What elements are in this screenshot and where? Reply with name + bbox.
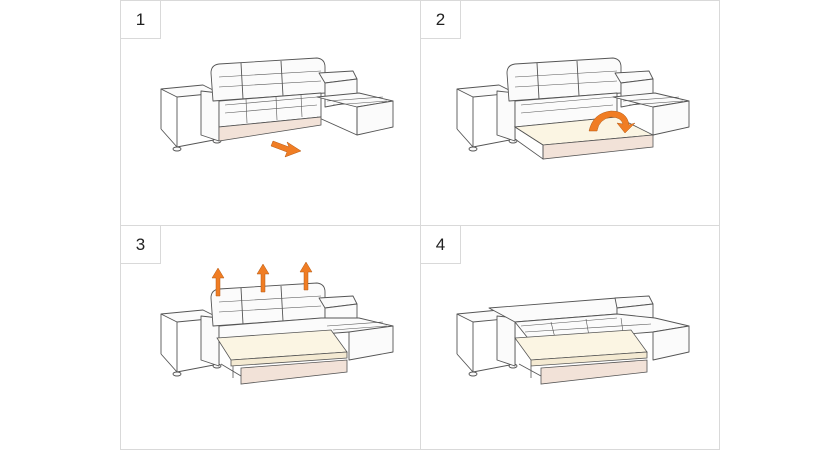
- step-panel-1: 1: [121, 1, 420, 225]
- sofa-step-1-illustration: [160, 57, 394, 158]
- grid-divider-horizontal: [121, 225, 719, 226]
- instruction-grid: 1: [120, 0, 720, 450]
- step-panel-4: 4: [421, 226, 720, 450]
- sofa-step-3-illustration: [160, 261, 394, 385]
- sofa-step-2-illustration: [456, 57, 690, 160]
- step-number: 2: [421, 1, 461, 39]
- step-number: 1: [121, 1, 161, 39]
- step-number: 3: [121, 226, 161, 264]
- step-panel-2: 2: [421, 1, 720, 225]
- step-number: 4: [421, 226, 461, 264]
- step-panel-3: 3: [121, 226, 420, 450]
- sofa-step-4-illustration: [456, 295, 690, 385]
